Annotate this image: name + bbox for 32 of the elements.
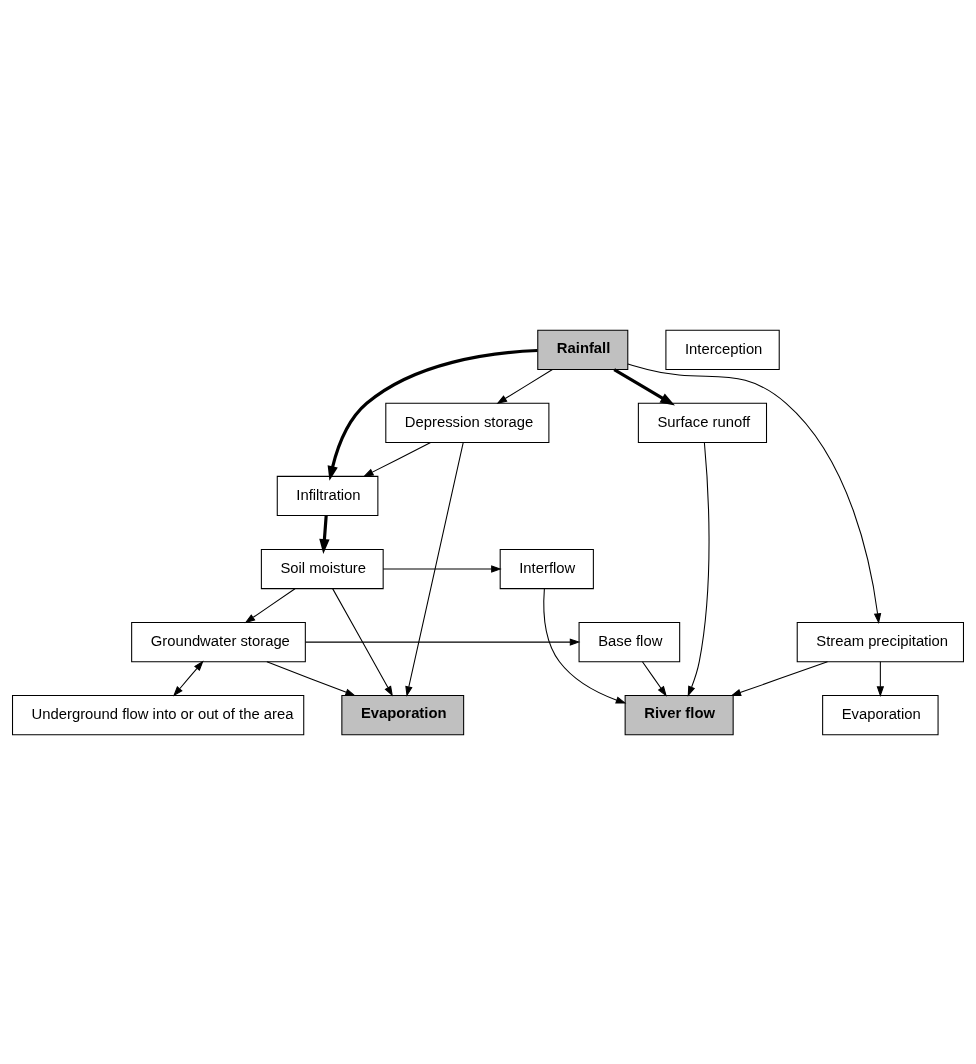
arrow <box>327 348 538 481</box>
arrow <box>730 660 828 696</box>
node-box: Interception <box>665 329 780 370</box>
arrow <box>244 587 296 623</box>
node-box: Groundwater storage <box>131 621 306 662</box>
arrow <box>543 587 627 703</box>
node-box: Evaporation <box>822 694 939 735</box>
arrow <box>332 587 393 697</box>
arrow <box>173 660 204 697</box>
node-box: Rainfall <box>537 329 629 370</box>
node-box: Soil moisture <box>260 548 384 589</box>
node-box: Stream precipitation <box>796 621 964 662</box>
arrow <box>627 363 882 624</box>
arrow <box>363 441 432 477</box>
arrow <box>266 660 356 696</box>
arrow <box>687 441 710 697</box>
arrow <box>405 441 464 697</box>
arrow <box>319 515 330 554</box>
arrow <box>496 368 553 404</box>
node-box: Interflow <box>499 548 594 589</box>
node-box: Base flow <box>578 621 681 662</box>
node-box: Evaporation <box>341 694 465 735</box>
node-box: River flow <box>624 694 734 735</box>
arrow <box>382 564 502 573</box>
arrow <box>613 367 675 406</box>
node-box: Depression storage <box>385 402 550 443</box>
node-box: Infiltration <box>276 475 379 516</box>
arrow <box>641 660 667 697</box>
arrow <box>876 660 885 697</box>
node-box: Underground flow into or out of the area <box>12 694 305 735</box>
node-box: Surface runoff <box>637 402 768 443</box>
arrow <box>305 637 581 646</box>
